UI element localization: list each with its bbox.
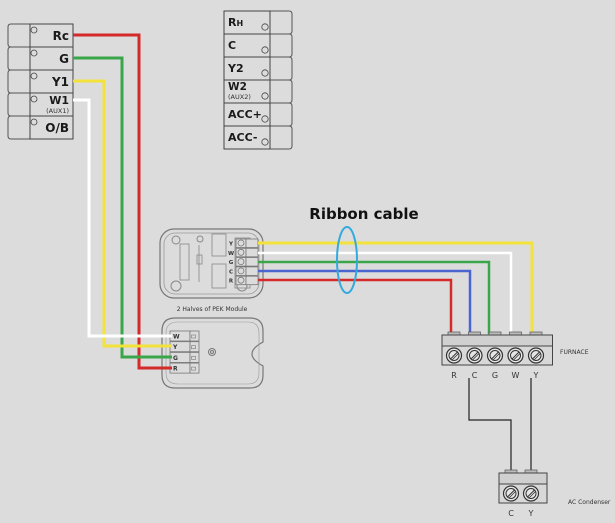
furnace-label: FURNACE xyxy=(560,349,589,356)
thermostat-left-terminal: W1(AUX1) xyxy=(7,92,74,117)
terminal-hole-icon xyxy=(261,138,269,146)
terminal-label: ACC- xyxy=(228,131,257,144)
thermostat-left-terminal: G xyxy=(7,46,74,71)
thermostat-right-terminal: ACC- xyxy=(223,125,293,150)
terminal-slot-icon xyxy=(191,345,196,350)
pek-top-terminal-label: R xyxy=(229,279,234,285)
terminal-label: Y1 xyxy=(51,75,69,89)
wire-white-w1 xyxy=(73,98,172,338)
pek-bottom-terminal-label: G xyxy=(173,355,178,362)
screw-icon xyxy=(237,267,245,275)
thermostat-left-terminal: Rc xyxy=(7,23,74,48)
terminal-label: Rc xyxy=(53,29,69,43)
thermostat-left-terminal: Y1 xyxy=(7,69,74,94)
terminal-label: W2 xyxy=(228,81,247,93)
pek-bottom-terminal-label: W xyxy=(173,334,180,341)
terminal-hole-icon xyxy=(261,46,269,54)
condenser-label: AC Condenser xyxy=(568,499,611,506)
ribbon-cable-marker xyxy=(336,226,358,294)
wire-green-g xyxy=(73,56,172,359)
wire-red-ribbon xyxy=(258,278,453,334)
thermostat-right-terminal: W2(AUX2) xyxy=(223,79,293,104)
pek-bottom-terminal-label: R xyxy=(173,366,178,373)
terminal-label: Y2 xyxy=(227,62,244,75)
ribbon-cable-label: Ribbon cable xyxy=(309,205,418,223)
wire-red-rc xyxy=(73,33,172,370)
thermostat-right-terminal: C xyxy=(223,33,293,58)
screw-icon xyxy=(237,258,245,266)
terminal-slot-icon xyxy=(191,356,196,360)
furnace-terminal-label: C xyxy=(472,371,478,380)
terminal-hole-icon xyxy=(261,92,269,100)
wire-blue-ribbon xyxy=(258,269,472,334)
thermostat-left-terminal: O/B xyxy=(7,115,74,140)
terminal-sublabel: (AUX2) xyxy=(228,93,251,101)
terminal-hole-icon xyxy=(261,69,269,77)
wire-white-ribbon xyxy=(258,251,513,334)
furnace-terminal-label: Y xyxy=(533,371,539,380)
terminal-label: W1 xyxy=(49,94,69,107)
terminal-hole-icon xyxy=(30,95,38,103)
wires xyxy=(73,33,534,471)
terminal-label: O/B xyxy=(45,121,69,135)
furnace-terminal-label: G xyxy=(492,371,498,380)
screw-icon xyxy=(237,239,245,247)
condenser-terminal-label: C xyxy=(508,509,514,518)
terminal-hole-icon xyxy=(30,72,38,80)
thermostat-right-terminal: ACC+ xyxy=(223,102,293,127)
terminal-label: RH xyxy=(228,16,243,29)
furnace-terminal-label: W xyxy=(512,371,520,380)
wire-yellow-ribbon xyxy=(258,241,534,334)
terminal-label: G xyxy=(59,52,69,66)
wire-green-ribbon xyxy=(258,260,491,334)
terminal-hole-icon xyxy=(30,118,38,126)
screw-icon xyxy=(237,276,245,284)
thermostat-right-terminal: Y2 xyxy=(223,56,293,81)
terminal-hole-icon xyxy=(30,49,38,57)
terminal-label: C xyxy=(228,39,236,52)
terminal-slot-icon xyxy=(191,366,196,371)
terminal-sublabel: (AUX1) xyxy=(46,107,69,115)
wire-black-c xyxy=(468,378,512,471)
thermostat-right-terminal: RH xyxy=(223,10,293,35)
condenser-terminal-label: Y xyxy=(528,509,534,518)
pek-bottom-terminal-label: Y xyxy=(172,344,178,351)
wire-yellow-y1 xyxy=(73,79,172,348)
pek-caption: 2 Halves of PEK Module xyxy=(177,306,248,313)
pek-top-terminal-label: C xyxy=(229,269,233,275)
pek-top-terminal-label: G xyxy=(229,260,234,266)
terminal-slot-icon xyxy=(191,334,196,339)
terminal-hole-icon xyxy=(30,26,38,34)
terminal-hole-icon xyxy=(261,115,269,123)
furnace-terminal-label: R xyxy=(451,371,457,380)
pek-top-terminal-label: W xyxy=(228,251,234,257)
terminal-label: ACC+ xyxy=(228,108,262,121)
screw-icon xyxy=(237,248,245,256)
pek-top-terminal-label: Y xyxy=(228,242,234,248)
terminal-hole-icon xyxy=(261,23,269,31)
